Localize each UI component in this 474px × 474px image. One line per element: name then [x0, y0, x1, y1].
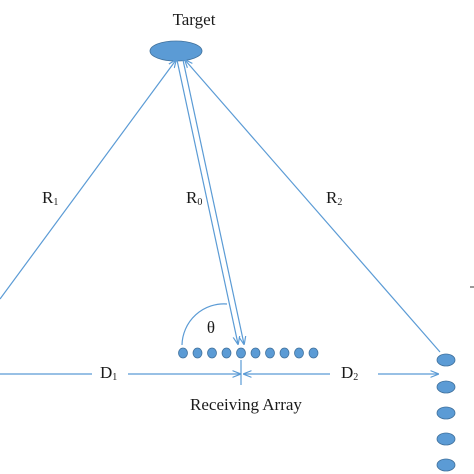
r1-path	[0, 60, 176, 300]
right-array-element	[436, 353, 456, 367]
array-element	[308, 347, 319, 359]
right-array-element	[436, 458, 456, 472]
d2-label: D2	[341, 363, 358, 383]
r2-label-sub: 2	[337, 197, 342, 208]
array-element	[250, 347, 261, 359]
right-array	[436, 353, 456, 472]
right-array-element	[436, 432, 456, 446]
array-element	[294, 347, 304, 359]
theta-label: θ	[207, 318, 215, 337]
r0-label-sub: 0	[197, 197, 202, 208]
target-label: Target	[173, 10, 216, 29]
d2-label-sub: 2	[353, 372, 358, 383]
theta-arc	[181, 303, 228, 346]
r0-path-a	[176, 59, 238, 344]
array-element	[178, 347, 188, 359]
d1-label-main: D	[100, 363, 112, 382]
r1-label: R1	[42, 188, 58, 208]
r2-label: R2	[326, 188, 342, 208]
r2-label-main: R	[326, 188, 338, 207]
d1-label-sub: 1	[112, 372, 117, 383]
r2-path	[185, 60, 441, 353]
right-array-element	[436, 406, 456, 420]
receiving-array	[178, 347, 319, 359]
array-element	[265, 347, 275, 359]
r1-label-sub: 1	[53, 197, 58, 208]
d1-label: D1	[100, 363, 117, 383]
r0-path-b	[182, 59, 244, 344]
receiving-array-label: Receiving Array	[190, 395, 302, 414]
d2-label-main: D	[341, 363, 353, 382]
array-element	[236, 347, 246, 359]
right-array-element	[436, 380, 456, 394]
r0-label-main: R	[186, 188, 198, 207]
array-element	[221, 347, 232, 359]
r0-label: R0	[186, 188, 202, 208]
array-element	[279, 347, 290, 359]
array-element	[207, 347, 217, 359]
array-element	[192, 347, 203, 359]
r1-label-main: R	[42, 188, 54, 207]
target-ellipse	[149, 40, 203, 62]
